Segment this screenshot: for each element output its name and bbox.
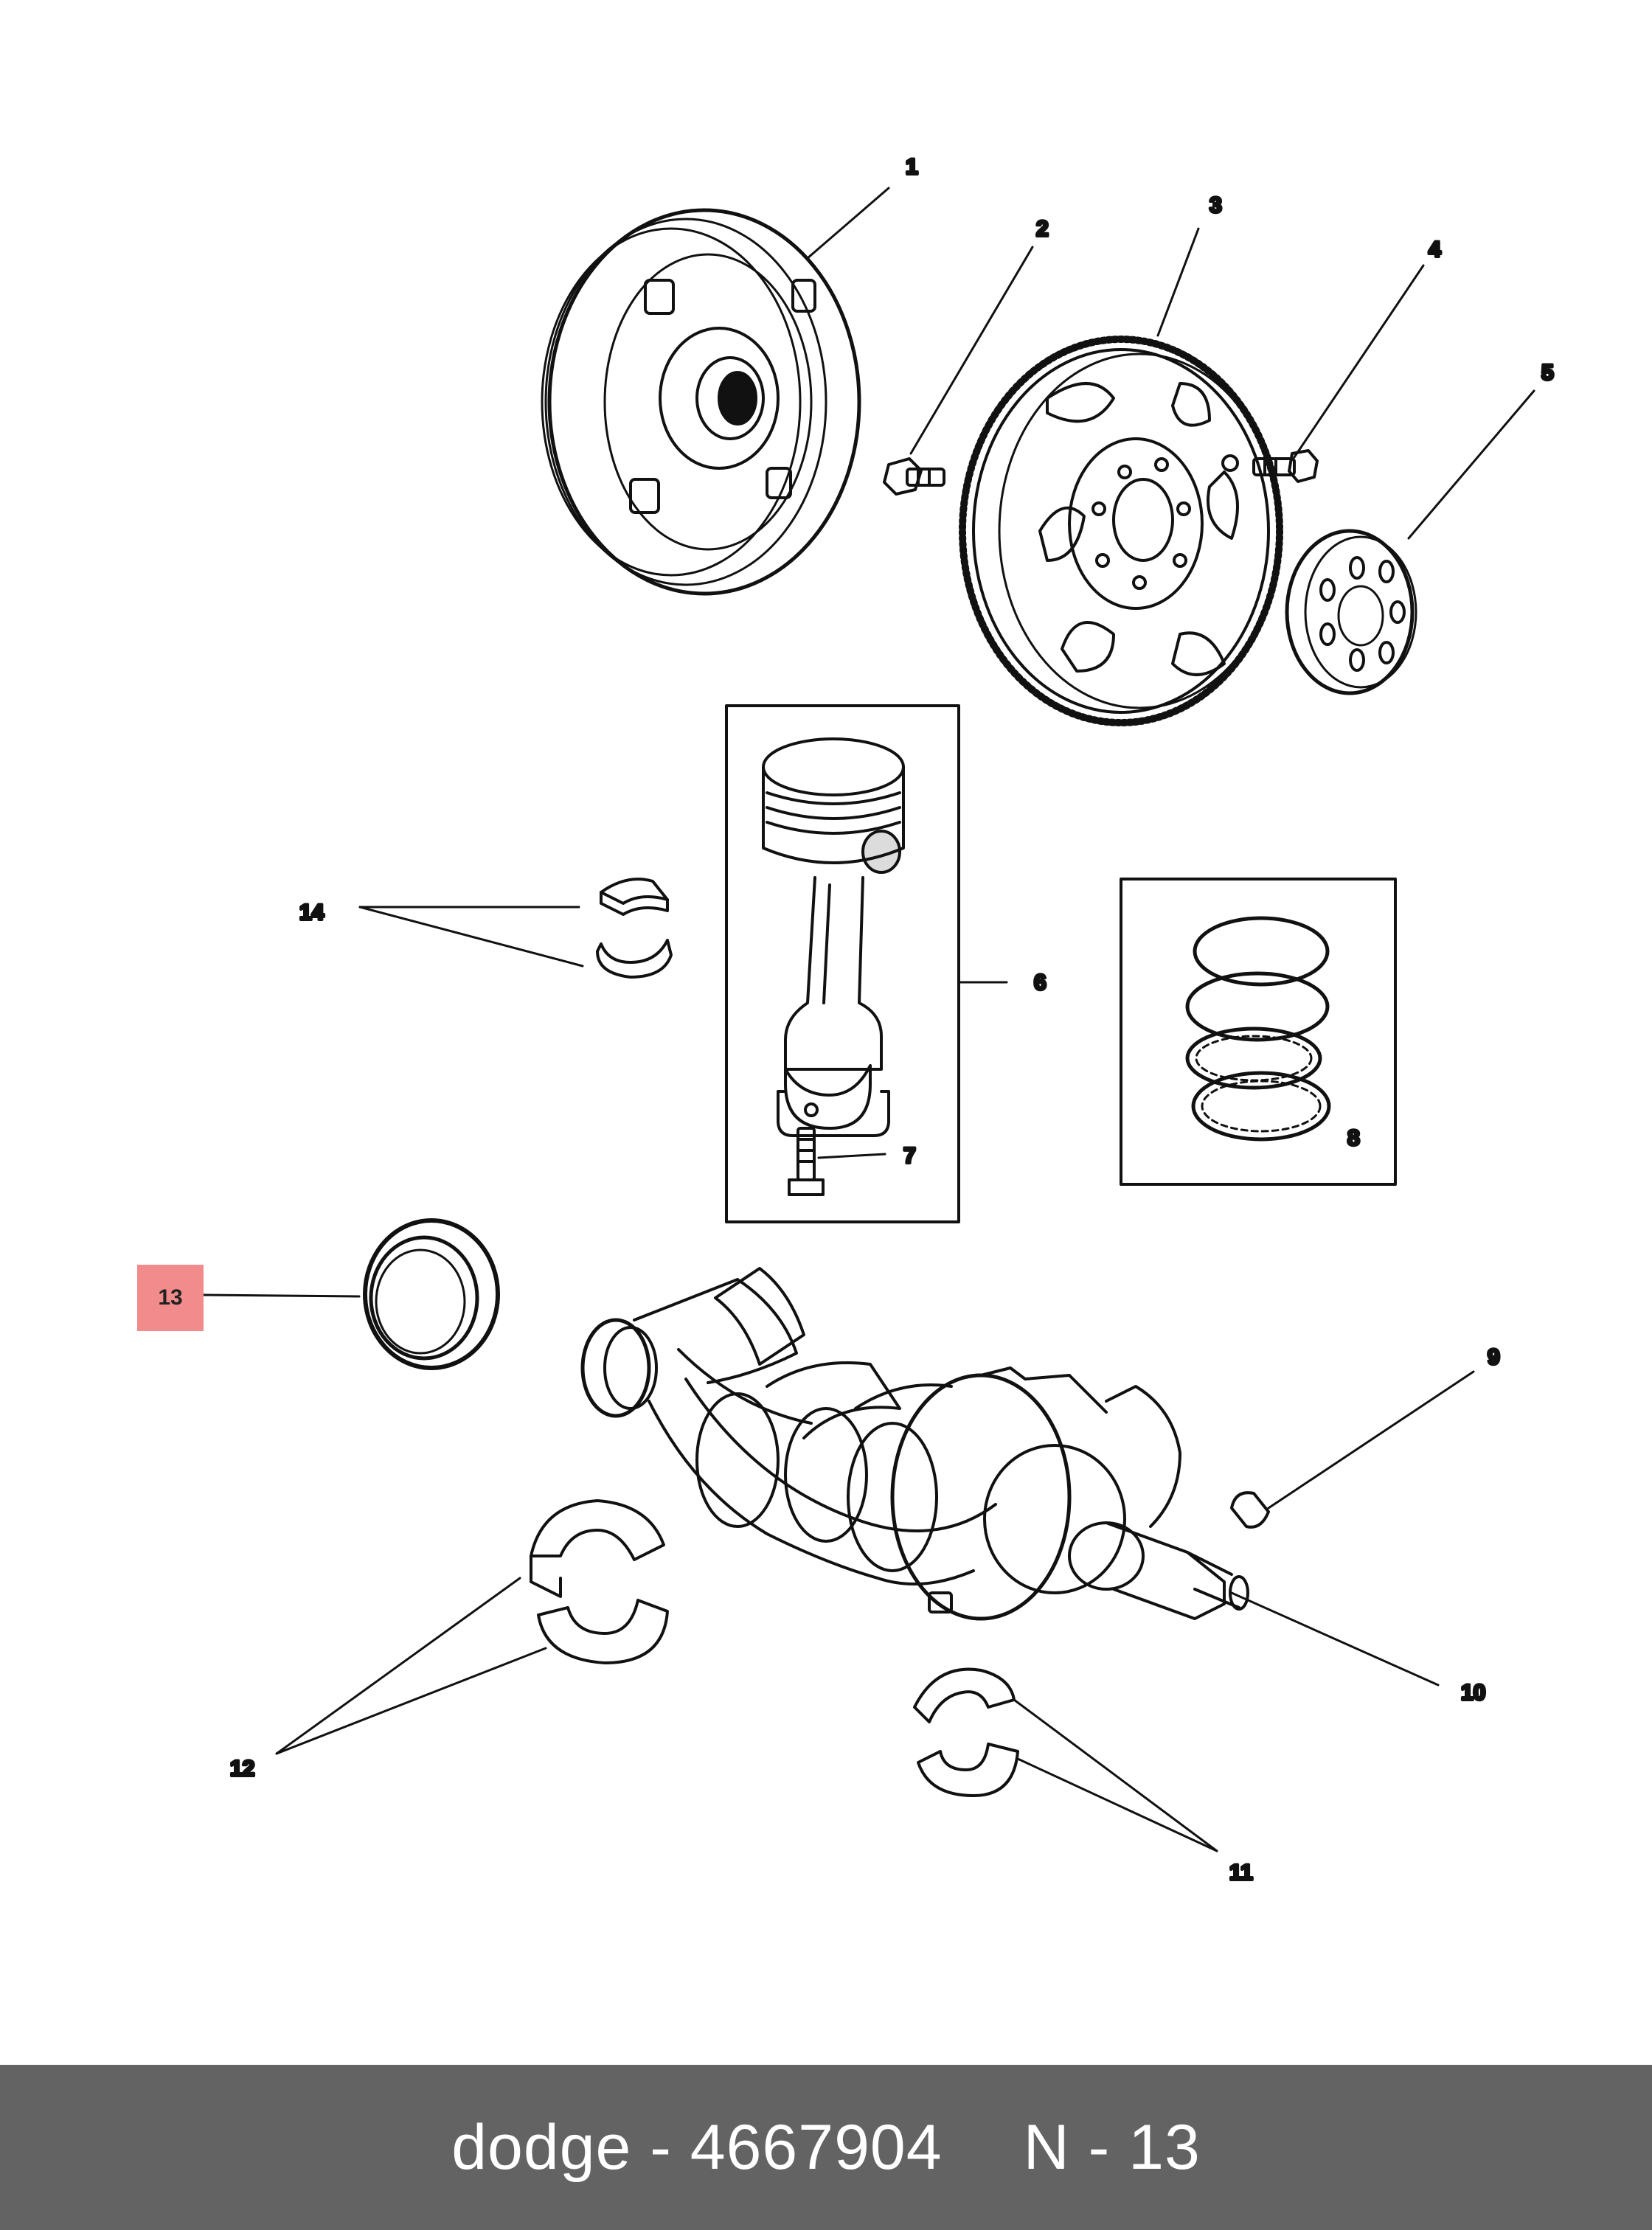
crankshaft	[580, 1267, 1249, 1621]
rear-main-seal	[363, 1218, 500, 1370]
crankshaft-key	[1230, 1491, 1270, 1529]
main-bearings-12	[530, 1499, 669, 1664]
rod-bolt	[788, 1127, 825, 1196]
callout-9: 9	[1488, 1345, 1500, 1369]
flexplate-bolt	[883, 457, 945, 496]
rod-bearings	[596, 878, 673, 979]
exploded-parts-diagram: 1 2 3 4 5 6 7 8 9 10 11 12 14	[201, 153, 1555, 1886]
callout-13: 13	[158, 1285, 183, 1310]
flex-plate	[959, 336, 1283, 726]
highlight-marker	[137, 1265, 204, 1331]
main-bearings-11	[913, 1667, 1019, 1797]
callout-6: 6	[1034, 970, 1047, 995]
footer-part-number: dodge - 4667904	[451, 2111, 943, 2183]
piston-rod-box	[725, 704, 960, 1223]
callout-3: 3	[1210, 193, 1222, 218]
callout-12: 12	[230, 1757, 254, 1781]
torque-converter	[541, 208, 861, 596]
callout-8: 8	[1347, 1126, 1360, 1150]
adapter-plate	[1285, 529, 1417, 695]
callout-5: 5	[1541, 361, 1554, 385]
adapter-bolt	[1252, 449, 1319, 483]
callout-7: 7	[903, 1144, 916, 1168]
callout-1: 1	[906, 155, 918, 179]
callout-2: 2	[1036, 217, 1049, 241]
piston-rings-box	[1120, 878, 1397, 1186]
callout-14: 14	[299, 900, 324, 925]
callout-4: 4	[1429, 237, 1441, 262]
footer-bar: dodge - 4667904 N - 13	[0, 2065, 1652, 2230]
callout-11: 11	[1229, 1861, 1253, 1885]
callout-10: 10	[1461, 1681, 1485, 1705]
footer-page-ref: N - 13	[1023, 2111, 1201, 2183]
leader-lines	[201, 187, 1535, 1852]
